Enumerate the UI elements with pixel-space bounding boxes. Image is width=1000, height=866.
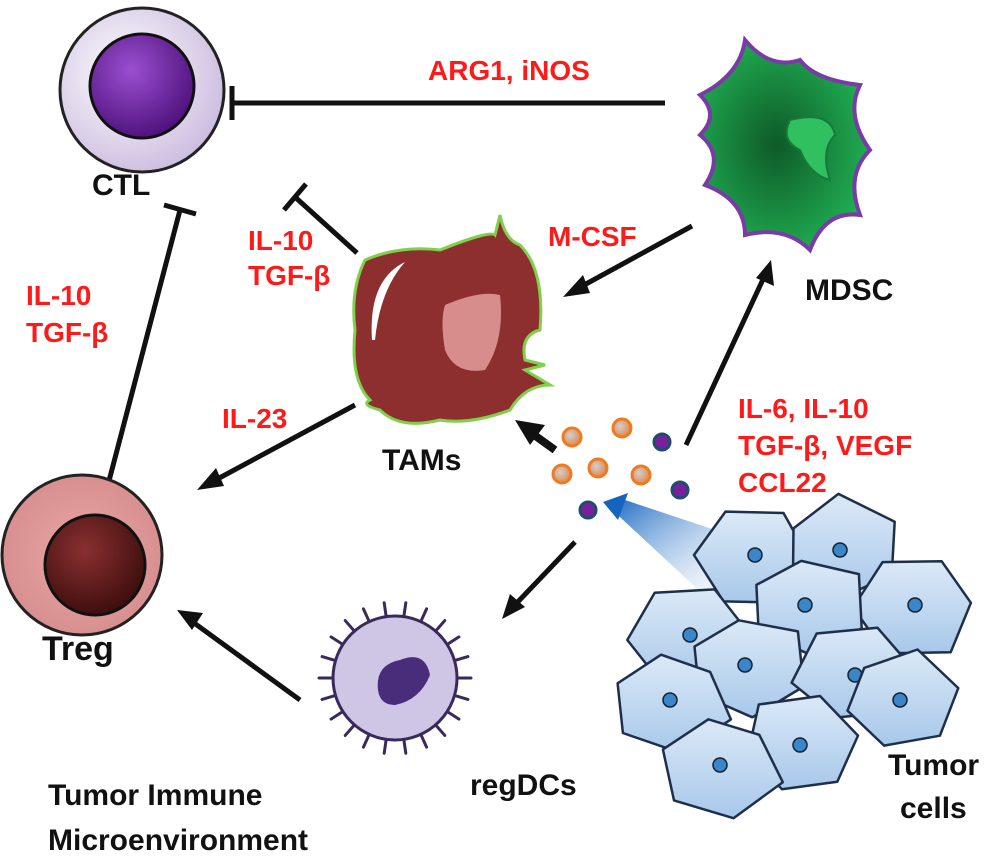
il6-il10-label: IL-6, IL-10	[738, 393, 869, 424]
tumor-cells	[616, 492, 973, 820]
ccl22-label: CCL22	[738, 467, 827, 498]
tumor-cell-nucleus	[797, 597, 813, 613]
regdc-nucleus	[377, 657, 430, 705]
regdc-spike	[320, 655, 338, 663]
mdsc-label: MDSC	[805, 274, 893, 307]
regdc-spike	[343, 619, 356, 633]
regdc-spike	[445, 635, 461, 646]
treg-ctl-inhibit-line	[101, 202, 197, 501]
tams-cell	[352, 214, 556, 425]
tumor-cell-nucleus	[907, 597, 923, 613]
treg-cell	[0, 473, 164, 637]
il23-arrow	[197, 402, 357, 490]
tams-label: TAMs	[382, 444, 461, 477]
tgfb-vegf-label: TGF-β, VEGF	[738, 430, 912, 461]
regdcs-cell	[317, 601, 473, 755]
treg-tgfb-label: TGF-β	[26, 317, 108, 348]
regdc-spike	[402, 601, 408, 619]
mdsc-ctl-inhibit-line	[229, 86, 665, 120]
tams-il10-label: IL-10	[248, 225, 313, 256]
treg-label: Treg	[42, 630, 114, 668]
mcsf-arrow	[563, 223, 694, 297]
ctl-cell	[58, 6, 226, 174]
regdc-spike	[434, 723, 447, 737]
mcsf-label: M-CSF	[548, 221, 637, 252]
cytokine-to-mdsc-arrow	[683, 260, 774, 447]
regdc-spike	[445, 710, 461, 721]
tumor-cell-nucleus	[737, 657, 753, 673]
cytokine-dots	[551, 417, 690, 520]
ctl-label: CTL	[92, 169, 150, 202]
regdc-spike	[329, 710, 345, 721]
regdc-spike	[419, 732, 429, 749]
regdc-spike	[343, 723, 356, 737]
regdc-spike	[320, 693, 338, 701]
regdc-spike	[361, 607, 371, 624]
tumor-label-line1: Tumor	[888, 749, 979, 782]
cytokine-to-tams-arrow	[515, 420, 558, 454]
regdc-spike	[452, 693, 470, 701]
tams-tgfb-label: TGF-β	[248, 260, 330, 291]
tumor-cell-nucleus	[662, 692, 678, 708]
regdc-spike	[419, 607, 429, 624]
regdc-spike	[402, 737, 408, 755]
regdcs-to-treg-arrow	[177, 610, 302, 703]
regdc-spike	[434, 619, 447, 633]
caption-line1: Tumor Immune	[48, 779, 262, 812]
arg1-inos-label: ARG1, iNOS	[428, 55, 590, 86]
regdc-spike	[361, 732, 371, 749]
tumor-arrowhead	[603, 493, 628, 520]
tumor-cell-nucleus	[892, 692, 908, 708]
tumor-cell-nucleus	[747, 547, 763, 563]
tumor-cell-nucleus	[712, 757, 728, 773]
mdsc-nucleus	[785, 116, 837, 182]
tumor-cell-nucleus	[792, 737, 808, 753]
regdc-spike	[382, 601, 388, 619]
regdc-spike	[452, 655, 470, 663]
caption-line2: Microenvironment	[48, 824, 308, 857]
tumor-cell-nucleus	[832, 542, 848, 558]
cytokine-to-regdcs-arrow	[502, 540, 577, 619]
mdsc-cell	[696, 35, 873, 254]
regdcs-label: regDCs	[470, 769, 577, 802]
regdc-spike	[382, 737, 388, 755]
il23-label: IL-23	[222, 403, 287, 434]
tumor-label-line2: cells	[900, 792, 967, 825]
regdc-spike	[329, 635, 345, 646]
treg-il10-label: IL-10	[26, 280, 91, 311]
tumor-cell-nucleus	[682, 627, 698, 643]
tams-ctl-inhibit-line	[282, 182, 359, 255]
